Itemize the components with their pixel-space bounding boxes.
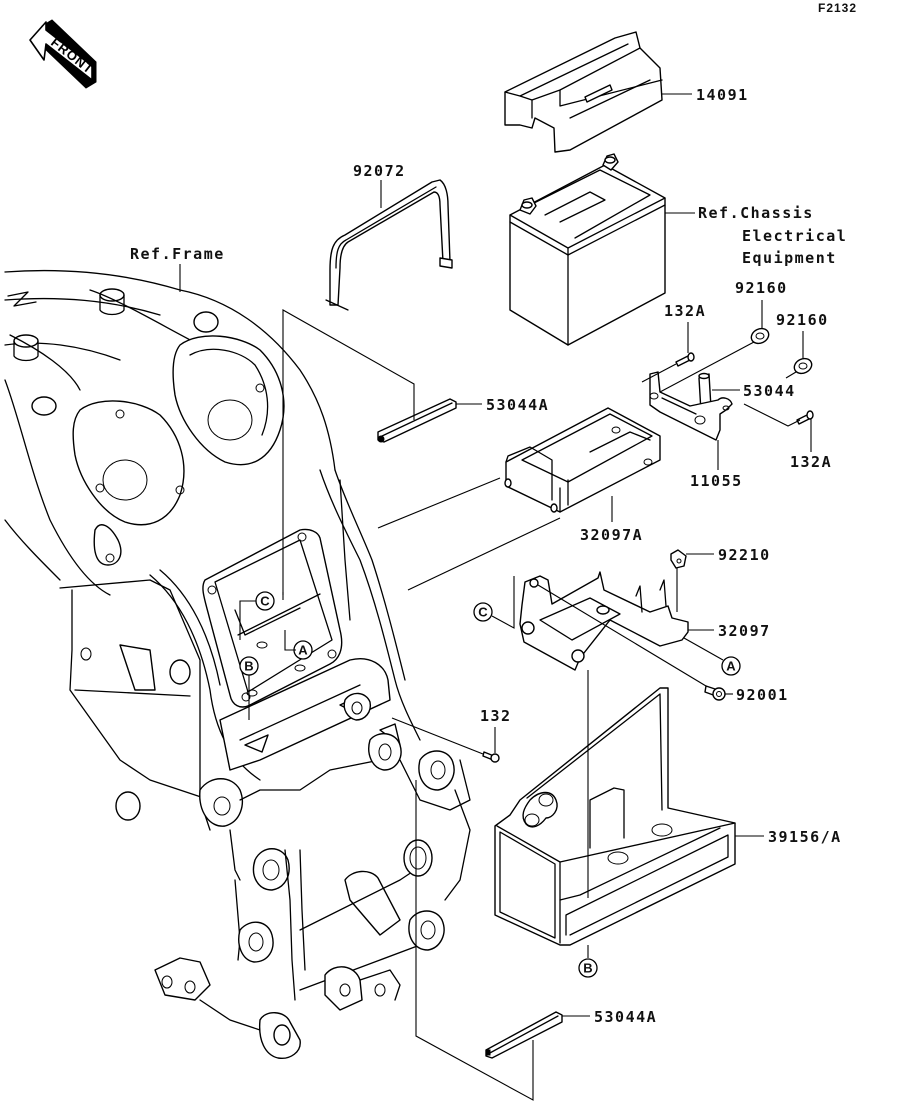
callout-c-frame[interactable]: C xyxy=(255,591,275,611)
callout-b-tray[interactable]: B xyxy=(578,958,598,978)
battery-drawing xyxy=(509,153,666,346)
ref-frame-label[interactable]: Ref.Frame xyxy=(130,245,225,263)
washer-92160-right xyxy=(793,357,813,375)
bolt-132a-upper xyxy=(675,352,695,367)
svg-text:C: C xyxy=(260,594,270,609)
svg-text:B: B xyxy=(244,659,253,674)
battery-holder-32097 xyxy=(519,571,689,671)
part-label-53044[interactable]: 53044 xyxy=(743,382,796,400)
battery-case-32097a xyxy=(504,407,661,513)
part-label-39156a[interactable]: 39156/A xyxy=(768,828,842,846)
part-label-53044a-lower[interactable]: 53044A xyxy=(594,1008,657,1026)
front-arrow-icon: FRONT xyxy=(29,19,97,89)
battery-cover-14091 xyxy=(504,31,663,153)
part-label-132[interactable]: 132 xyxy=(480,707,512,725)
damper-53044a-upper xyxy=(377,398,457,443)
callout-c-holder[interactable]: C xyxy=(473,602,493,622)
washer-92160-left xyxy=(750,327,770,345)
figure-code: F2132 xyxy=(818,1,857,15)
part-label-132a-upper[interactable]: 132A xyxy=(664,302,706,320)
frame-drawing xyxy=(4,269,471,1059)
part-label-53044a-upper[interactable]: 53044A xyxy=(486,396,549,414)
clip-92210 xyxy=(670,549,687,569)
battery-tray-cover-39156a xyxy=(494,687,736,946)
damper-53044a-lower xyxy=(485,1011,563,1059)
part-label-92160-left[interactable]: 92160 xyxy=(735,279,788,297)
battery-strap-92072 xyxy=(325,179,453,311)
svg-text:A: A xyxy=(298,643,308,658)
callout-a-holder[interactable]: A xyxy=(721,656,741,676)
svg-text:B: B xyxy=(583,961,592,976)
svg-text:C: C xyxy=(478,605,488,620)
callout-b-frame[interactable]: B xyxy=(239,656,259,676)
bolt-92001 xyxy=(704,685,726,701)
part-label-92001[interactable]: 92001 xyxy=(736,686,789,704)
ref-chassis-line3[interactable]: Equipment xyxy=(742,249,837,267)
part-label-32097a[interactable]: 32097A xyxy=(580,526,643,544)
ref-chassis-line1[interactable]: Ref.Chassis xyxy=(698,204,814,222)
bolt-132 xyxy=(482,751,500,763)
ref-chassis-line2[interactable]: Electrical xyxy=(742,227,847,245)
part-label-14091[interactable]: 14091 xyxy=(696,86,749,104)
svg-text:A: A xyxy=(726,659,736,674)
bracket-11055 xyxy=(649,371,733,441)
callout-a-frame[interactable]: A xyxy=(293,640,313,660)
part-label-132a-lower[interactable]: 132A xyxy=(790,453,832,471)
part-label-32097[interactable]: 32097 xyxy=(718,622,771,640)
bolt-132a-lower xyxy=(796,410,814,425)
part-label-92210[interactable]: 92210 xyxy=(718,546,771,564)
part-label-92072[interactable]: 92072 xyxy=(353,162,406,180)
part-label-11055[interactable]: 11055 xyxy=(690,472,743,490)
part-label-92160-right[interactable]: 92160 xyxy=(776,311,829,329)
